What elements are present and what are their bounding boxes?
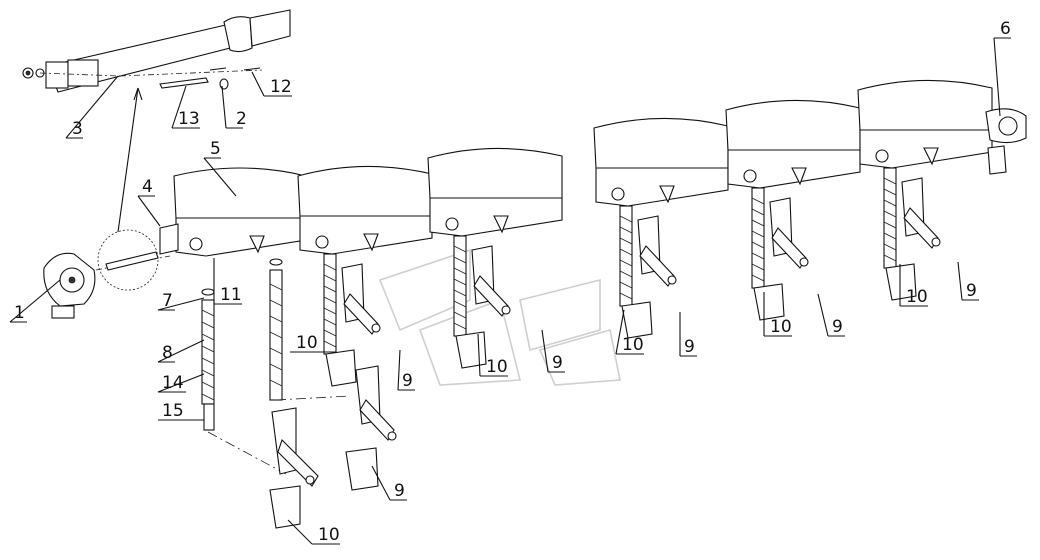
callout-c11: 11 xyxy=(213,258,242,305)
callout-number: 10 xyxy=(296,333,318,353)
callout-c10c: 10 xyxy=(477,333,508,377)
callout-number: 9 xyxy=(394,481,405,501)
leader-line xyxy=(477,333,481,377)
leader-line xyxy=(251,71,265,97)
leader-line xyxy=(957,261,963,301)
drive-unit xyxy=(43,252,171,319)
leader-line xyxy=(65,75,119,139)
callout-c10a: 10 xyxy=(287,519,340,545)
callout-number: 7 xyxy=(162,291,173,311)
leader-line xyxy=(137,195,161,227)
callout-c8: 8 xyxy=(157,339,205,363)
hopper-row xyxy=(297,79,993,387)
callout-c10f: 10 xyxy=(899,264,928,307)
callout-c12: 12 xyxy=(251,71,292,97)
callout-number: 10 xyxy=(770,317,792,337)
callout-number: 10 xyxy=(486,357,508,377)
callout-number: 9 xyxy=(832,317,843,337)
tube-assembly-left xyxy=(201,258,351,475)
callout-c9c: 9 xyxy=(541,329,565,373)
leader-line xyxy=(371,465,391,501)
callout-c9f: 9 xyxy=(957,261,979,301)
callout-number: 10 xyxy=(622,335,644,355)
leader-line xyxy=(203,157,237,197)
hopper-unit-3 xyxy=(427,147,563,369)
callout-number: 6 xyxy=(1000,19,1011,39)
leader-line xyxy=(817,293,829,337)
leader-line xyxy=(157,297,205,311)
right-drive-unit xyxy=(985,108,1027,175)
leader-line xyxy=(397,349,401,391)
hopper-unit-2 xyxy=(297,165,433,387)
hopper-unit-4 xyxy=(593,117,729,339)
callout-number: 10 xyxy=(906,287,928,307)
callout-c10d: 10 xyxy=(615,309,644,355)
callout-number: 11 xyxy=(220,285,242,305)
callout-c10e: 10 xyxy=(763,292,792,337)
shaft-detail-circle xyxy=(97,229,159,291)
callout-number: 8 xyxy=(162,343,173,363)
callout-c10b: 10 xyxy=(290,333,336,353)
callout-number: 9 xyxy=(402,371,413,391)
callout-number: 14 xyxy=(162,373,184,393)
callout-number: 1 xyxy=(14,303,25,323)
callout-c2: 2 xyxy=(221,85,247,129)
coulter-exploded-2 xyxy=(345,365,397,491)
shaft-tube-assembly xyxy=(22,9,291,233)
callout-number: 10 xyxy=(318,525,340,545)
callout-number: 9 xyxy=(966,281,977,301)
callout-number: 12 xyxy=(270,77,292,97)
leader-line xyxy=(993,37,1001,117)
leader-line xyxy=(157,339,205,363)
callout-number: 9 xyxy=(684,337,695,357)
callout-c4: 4 xyxy=(137,177,161,227)
hopper-unit-5 xyxy=(725,99,861,321)
callout-number: 3 xyxy=(72,119,83,139)
callout-c3: 3 xyxy=(65,75,119,139)
callout-number: 9 xyxy=(552,353,563,373)
callout-c13: 13 xyxy=(171,85,200,129)
callout-c9e: 9 xyxy=(817,293,845,337)
hopper-unit-6 xyxy=(857,79,993,301)
callout-number: 13 xyxy=(178,109,200,129)
callout-c9b: 9 xyxy=(397,349,415,391)
callout-c9a: 9 xyxy=(371,465,407,501)
watermark xyxy=(378,248,621,386)
callout-c1: 1 xyxy=(9,279,61,323)
coulter-exploded-1 xyxy=(269,407,319,529)
callout-c14: 14 xyxy=(157,373,205,393)
callout-number: 15 xyxy=(162,401,184,421)
leader-line xyxy=(287,519,313,545)
callout-c9d: 9 xyxy=(679,312,697,357)
callout-c5: 5 xyxy=(203,139,237,197)
callout-number: 5 xyxy=(210,139,221,159)
leader-line xyxy=(9,279,61,323)
callout-c7: 7 xyxy=(157,291,205,311)
leader-line xyxy=(157,373,205,393)
leader-line xyxy=(615,309,625,355)
callout-c15: 15 xyxy=(158,401,204,421)
callout-c6: 6 xyxy=(993,19,1011,117)
leader-line xyxy=(171,85,187,129)
leader-line xyxy=(221,85,227,129)
callout-number: 2 xyxy=(236,109,247,129)
callout-number: 4 xyxy=(142,177,153,197)
leader-line xyxy=(541,329,549,373)
hopper-unit-1 xyxy=(159,167,307,257)
